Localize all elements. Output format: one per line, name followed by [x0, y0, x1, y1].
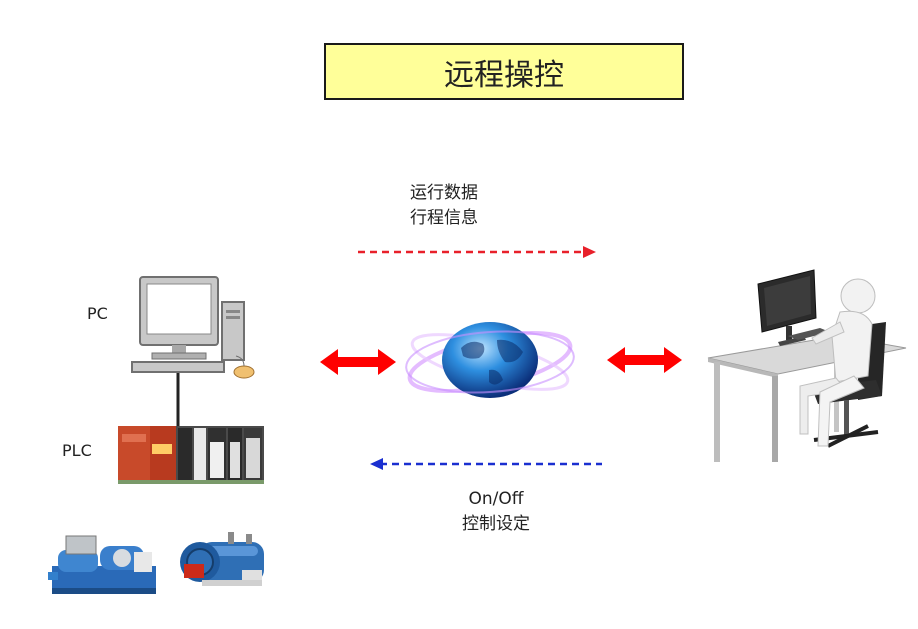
upstream-line-2: 行程信息 [410, 208, 478, 228]
right-link-double-arrow [607, 347, 682, 373]
downstream-dashed-arrow [370, 458, 602, 470]
desktop-computer-icon [131, 276, 255, 379]
plc-label: PLC [62, 441, 92, 460]
boiler-icon [180, 532, 264, 586]
globe-network-icon [405, 322, 575, 398]
downstream-line-1: On/Off [468, 489, 524, 509]
diagram-title: 远程操控 [324, 43, 684, 100]
downstream-text: On/Off 控制设定 [462, 487, 530, 537]
remote-operator-workstation-icon [707, 269, 907, 462]
plc-rack-icon [118, 426, 264, 484]
downstream-line-2: 控制设定 [462, 514, 530, 534]
upstream-text: 运行数据 行程信息 [410, 181, 478, 231]
upstream-line-1: 运行数据 [410, 183, 478, 203]
left-link-double-arrow [320, 349, 396, 375]
chiller-machine-icon [48, 535, 156, 594]
upstream-dashed-arrow [358, 246, 596, 258]
pc-label: PC [87, 304, 108, 323]
